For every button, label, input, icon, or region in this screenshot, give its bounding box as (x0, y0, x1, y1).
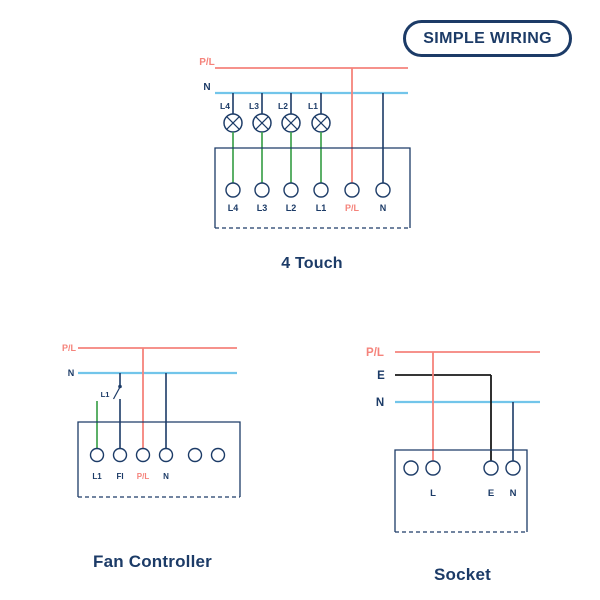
four-touch-title: 4 Touch (281, 255, 343, 272)
terminal-label: E (488, 488, 494, 499)
switch-unit: L1 (101, 373, 122, 449)
fan-pl-line-label: P/L (62, 343, 77, 353)
switch-lever-icon (112, 386, 121, 400)
terminal-label: L2 (286, 203, 297, 213)
terminal-label: L4 (228, 203, 239, 213)
terminal-label: FI (116, 472, 123, 481)
terminal-circle (375, 182, 391, 198)
terminal-circle (283, 182, 299, 198)
lamp-label: L3 (249, 101, 259, 111)
terminal-label: P/L (137, 472, 150, 481)
terminal-label: L3 (257, 203, 268, 213)
terminal-circle (112, 447, 128, 463)
terminal-label: L (430, 488, 436, 499)
lamp-label: L4 (220, 101, 230, 111)
terminal-label: L1 (92, 472, 102, 481)
terminal-circle (210, 447, 226, 463)
lamp-label: L2 (278, 101, 288, 111)
fan-controller-title: Fan Controller (93, 552, 212, 571)
four-touch-pl-line-label: P/L (199, 57, 215, 68)
lamp-cross-icon (284, 116, 298, 130)
terminal-circle (89, 447, 105, 463)
simple-wiring-badge-label: SIMPLE WIRING (423, 29, 552, 47)
terminal-circle (403, 460, 419, 476)
lamp-unit: L3 (249, 93, 272, 183)
socket-diagram: P/L E N L E N (366, 347, 540, 533)
module-box (77, 421, 241, 497)
terminal-label: N (380, 203, 387, 213)
lamp-unit: L1 (308, 93, 331, 183)
terminal-label: N (510, 488, 517, 499)
terminal-circle (313, 182, 329, 198)
fan-controller-diagram: P/L N L1 L1 FI P/L N (62, 343, 241, 498)
simple-wiring-badge: SIMPLE WIRING (403, 20, 572, 57)
four-touch-n-line-label: N (203, 82, 210, 93)
terminal-circle (225, 182, 241, 198)
terminal-circle (425, 460, 441, 476)
switch-contact-dot (118, 384, 122, 389)
lamp-cross-icon (255, 116, 269, 130)
socket-title: Socket (434, 565, 491, 584)
lamp-cross-icon (314, 116, 328, 130)
terminal-circle (483, 460, 499, 476)
socket-e-line-label: E (377, 370, 385, 382)
terminal-label: L1 (316, 203, 327, 213)
terminal-label: N (163, 472, 169, 481)
module-box (394, 449, 528, 532)
switch-label: L1 (101, 390, 110, 399)
lamp-cross-icon (226, 116, 240, 130)
terminal-circle (158, 447, 174, 463)
terminal-circle (344, 182, 360, 198)
terminal-circle (254, 182, 270, 198)
module-box (214, 147, 411, 228)
terminal-circle (187, 447, 203, 463)
terminal-label: P/L (345, 203, 360, 213)
fan-n-line-label: N (68, 368, 75, 378)
socket-n-line-label: N (376, 397, 384, 409)
lamp-label: L1 (308, 101, 318, 111)
socket-pl-line-label: P/L (366, 347, 384, 359)
lamp-unit: L2 (278, 93, 301, 183)
four-touch-diagram: P/L N L4 L3 L2 (199, 57, 411, 229)
terminal-circle (505, 460, 521, 476)
lamp-unit: L4 (220, 93, 243, 183)
terminal-circle (135, 447, 151, 463)
